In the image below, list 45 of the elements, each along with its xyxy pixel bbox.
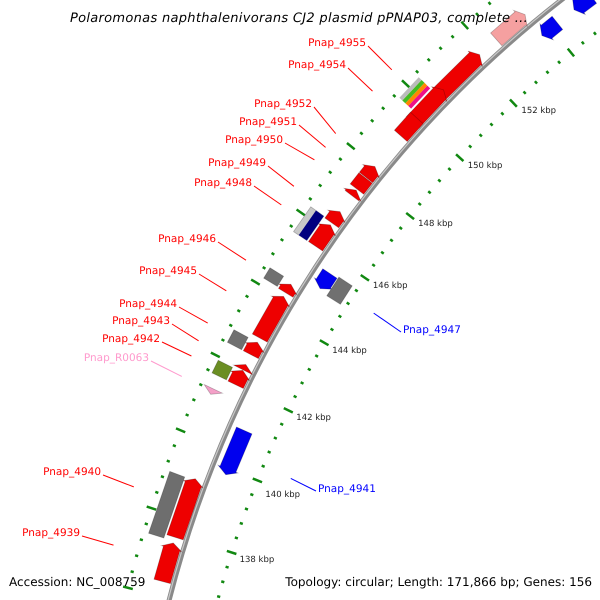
gene-label: Pnap_4945 <box>139 266 197 276</box>
gene-label: Pnap_4954 <box>288 60 346 70</box>
title: Polaromonas naphthalenivorans CJ2 plasmid pPNAP03, complete ... <box>70 12 528 25</box>
leader-line <box>150 360 182 377</box>
leader-line <box>290 478 316 492</box>
gene-label: Pnap_4950 <box>225 135 283 146</box>
leader-line <box>82 536 114 546</box>
leader-line <box>373 312 402 332</box>
gene-label: Pnap_4942 <box>102 334 160 344</box>
accession-text: Accession: NC_008759 <box>9 576 146 588</box>
leader-line <box>284 142 315 160</box>
gene-label: Pnap_4941 <box>318 484 376 494</box>
scale-label: 138 kbp <box>240 556 274 565</box>
scale-label: 140 kbp <box>265 491 300 500</box>
leader-line <box>348 68 373 92</box>
leader-line <box>178 306 208 324</box>
gene-label: Pnap_4951 <box>239 117 297 128</box>
gene-label: Pnap_4949 <box>208 158 266 168</box>
gene-label: Pnap_4952 <box>254 99 312 110</box>
leader-line <box>298 124 326 148</box>
leader-line <box>368 46 392 70</box>
scale-label: 148 kbp <box>418 220 453 229</box>
gene-label: Pnap_4946 <box>158 234 216 244</box>
leader-line <box>162 342 192 356</box>
gene-label: Pnap_4955 <box>308 38 366 48</box>
scale-label: 142 kbp <box>296 414 331 423</box>
gene-label: Pnap_4944 <box>119 299 177 310</box>
summary-text: Topology: circular; Length: 171,866 bp; Genes: 156 <box>285 576 592 588</box>
leader-line <box>314 106 336 134</box>
scale-label: 152 kbp <box>521 107 556 116</box>
scale-label: 144 kbp <box>332 346 367 356</box>
gene-label: Pnap_4940 <box>43 467 101 478</box>
leader-line <box>102 474 134 488</box>
gene-label: Pnap_4948 <box>194 178 252 188</box>
leader-line <box>198 274 227 292</box>
leader-line <box>172 324 200 342</box>
scale-label: 150 kbp <box>468 162 502 170</box>
gene-label: Pnap_4939 <box>22 528 80 538</box>
gene-label: Pnap_4947 <box>403 325 461 336</box>
leader-line <box>268 166 294 187</box>
scale-label: 146 kbp <box>372 282 408 290</box>
leader-line <box>218 242 246 261</box>
leader-line <box>254 186 282 206</box>
gene-label: Pnap_R0063 <box>84 353 149 364</box>
gene-label: Pnap_4943 <box>112 316 170 326</box>
